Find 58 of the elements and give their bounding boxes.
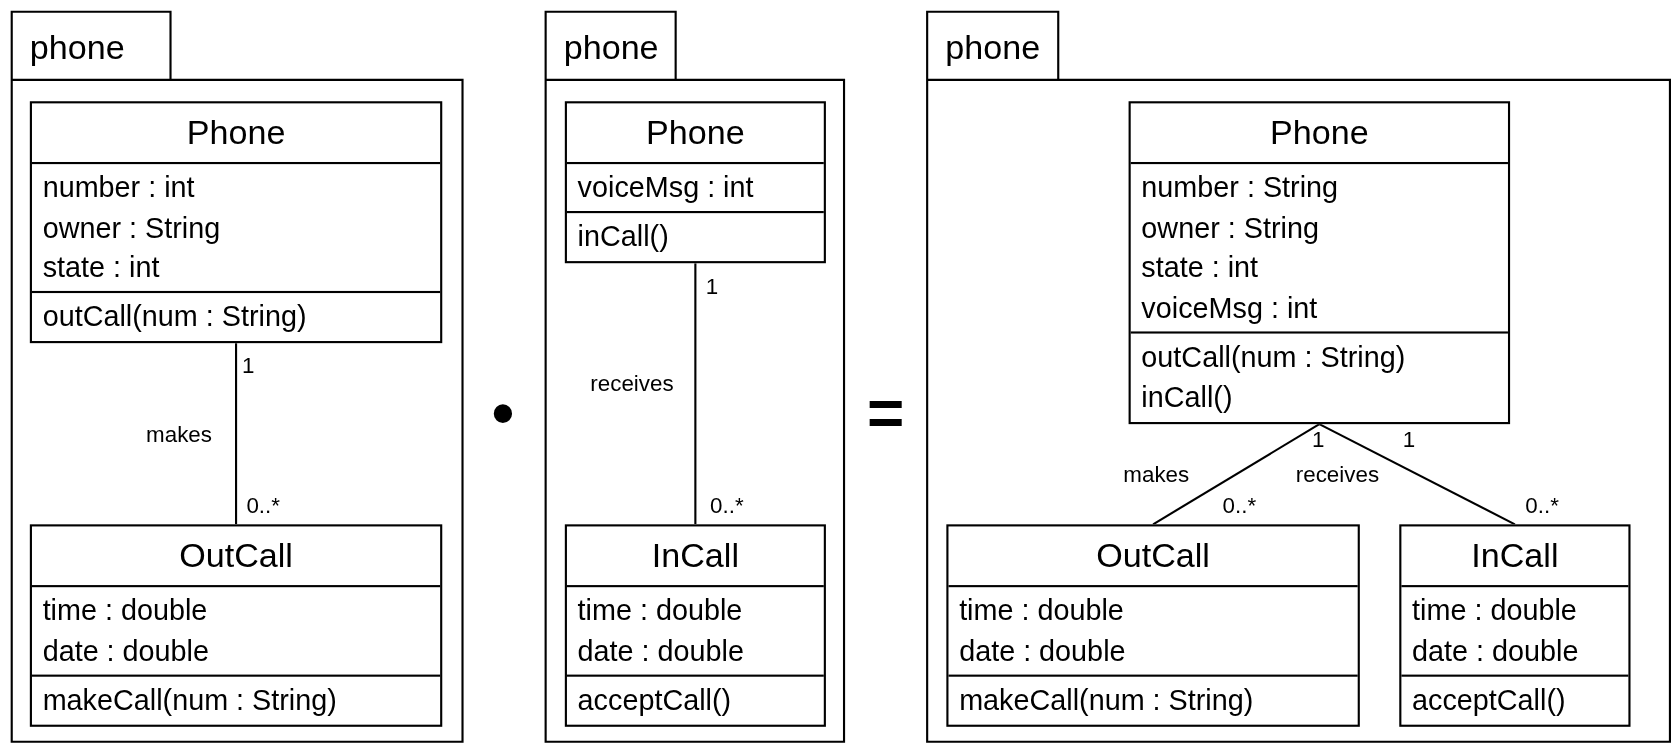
multiplicity-label: 0..* (1525, 492, 1559, 518)
package-name: phone (945, 27, 1041, 67)
attribute-text: time : double (42, 593, 208, 629)
attribute-text: time : double (577, 593, 743, 629)
class-box (1128, 101, 1511, 425)
multiplicity-label: 0..* (1222, 492, 1257, 518)
attribute-text: state : int (42, 250, 160, 286)
class-box (564, 524, 826, 727)
attribute-text: number : String (1141, 170, 1339, 206)
class-name: Phone (186, 112, 286, 153)
class-box (946, 524, 1360, 727)
operation-text: inCall() (1141, 380, 1233, 415)
class-box (29, 101, 443, 344)
attribute-text: date : double (959, 633, 1126, 669)
attribute-text: date : double (1412, 633, 1579, 669)
attribute-text: voiceMsg : int (1141, 290, 1318, 326)
operation-text: makeCall(num : String) (42, 683, 337, 719)
multiplicity-label: 1 (1402, 426, 1416, 452)
operation-text: inCall() (577, 219, 669, 255)
equals-operator: = (866, 378, 905, 449)
attribute-text: number : int (42, 170, 195, 206)
operation-text: acceptCall() (577, 683, 732, 719)
class-name: InCall (1471, 536, 1559, 576)
attribute-text: time : double (1412, 593, 1577, 629)
attribute-text: owner : String (1141, 210, 1319, 246)
class-box (564, 101, 826, 264)
multiplicity-label: 0..* (246, 492, 281, 518)
multiplicity-label: 0..* (710, 492, 744, 518)
association-line (1318, 423, 1516, 526)
class-box (29, 524, 443, 727)
multiplicity-label: 1 (242, 353, 255, 378)
attribute-text: date : double (42, 633, 210, 669)
operation-text: acceptCall() (1412, 683, 1566, 719)
operation-text: makeCall(num : String) (959, 683, 1254, 719)
class-name: OutCall (1096, 536, 1210, 576)
attribute-text: time : double (959, 593, 1124, 629)
multiplicity-label: 1 (705, 273, 719, 298)
class-name: Phone (1270, 112, 1369, 153)
attribute-text: owner : String (42, 210, 221, 246)
attribute-text: state : int (1141, 250, 1259, 286)
operation-text: outCall(num : String) (42, 299, 307, 335)
package-name: phone (563, 27, 659, 67)
package-name: phone (29, 27, 125, 67)
package-frame (926, 10, 1671, 743)
association-line (1152, 423, 1320, 526)
attribute-text: date : double (577, 633, 744, 669)
operation-text: outCall(num : String) (1141, 340, 1406, 375)
class-name: OutCall (179, 536, 293, 576)
multiplicity-label: 1 (1312, 426, 1325, 452)
association-line (235, 343, 238, 525)
composition-operator: • (491, 378, 515, 449)
package-frame (544, 10, 846, 743)
association-line (694, 263, 697, 525)
class-box (1399, 524, 1631, 727)
class-name: InCall (651, 536, 739, 576)
attribute-text: voiceMsg : int (577, 170, 754, 206)
class-name: Phone (646, 112, 745, 153)
package-frame (10, 10, 464, 743)
